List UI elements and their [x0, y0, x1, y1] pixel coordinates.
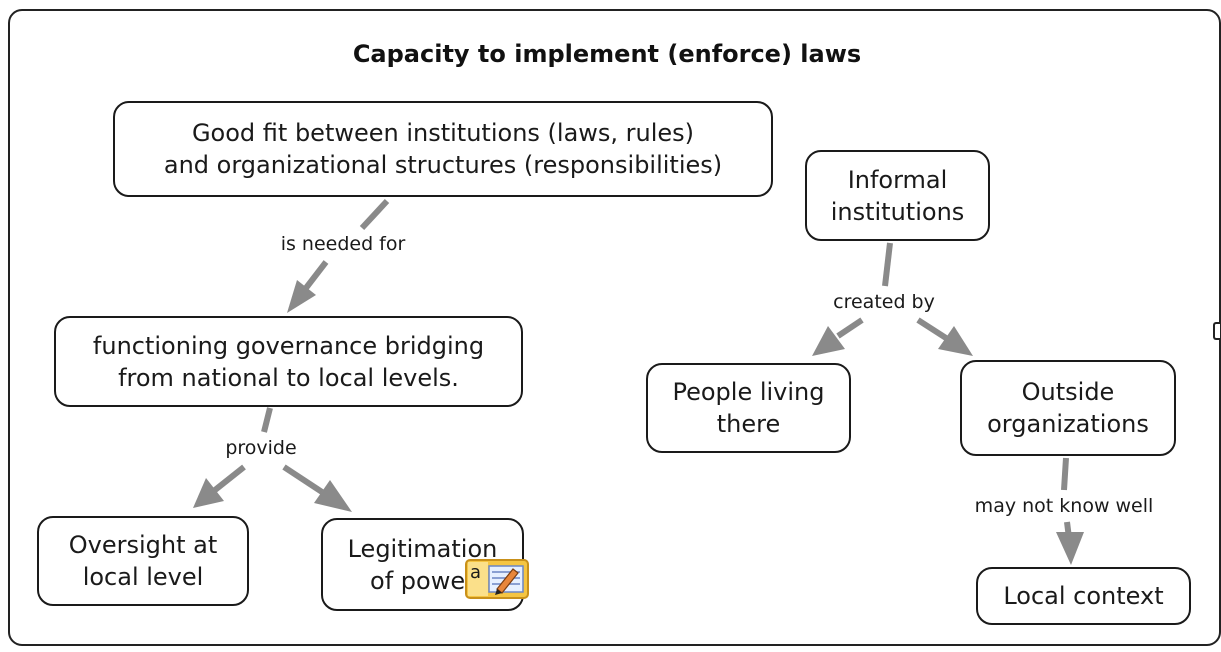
concept-good-fit[interactable]: Good fit between institutions (laws, rul… [113, 101, 773, 197]
note-edit-icon[interactable]: a [463, 556, 531, 602]
arrowhead-to-people [812, 326, 845, 356]
link-label-created-by[interactable]: created by [831, 291, 937, 313]
concept-oversight[interactable]: Oversight at local level [37, 516, 249, 606]
arrowhead-to-outside [938, 326, 973, 356]
connector-createdby-to-people [836, 317, 864, 339]
connector-provide-to-legitimation [282, 464, 324, 495]
connector-createdby-to-outside [916, 317, 948, 341]
concept-informal-institutions[interactable]: Informal institutions [805, 150, 990, 241]
concept-functioning-governance[interactable]: functioning governance bridging from nat… [54, 316, 523, 407]
concept-legitimation[interactable]: Legitimation of power [321, 518, 524, 611]
svg-text:a: a [470, 562, 481, 583]
connector-governance-to-provide [261, 407, 273, 433]
arrowhead-to-governance [287, 280, 316, 313]
link-label-provide[interactable]: provide [223, 437, 299, 459]
arrowhead-to-oversight [193, 478, 224, 508]
link-label-is-needed-for[interactable]: is needed for [278, 233, 408, 255]
concept-outside-organizations[interactable]: Outside organizations [960, 360, 1176, 456]
arrowhead-to-localcontext [1056, 532, 1084, 565]
arrowhead-to-legitimation [314, 480, 352, 512]
link-label-may-not-know-well[interactable]: may not know well [972, 495, 1156, 517]
connector-goodfit-to-label [359, 198, 390, 231]
concept-people-living-there[interactable]: People living there [646, 363, 851, 453]
concept-local-context[interactable]: Local context [976, 567, 1191, 625]
connector-informal-to-createdby [882, 242, 893, 287]
panel-handle-icon[interactable] [1213, 322, 1220, 340]
connector-label-to-governance [303, 260, 329, 290]
connector-provide-to-oversight [213, 464, 246, 493]
map-title: Capacity to implement (enforce) laws [352, 40, 862, 68]
connector-outside-to-label [1061, 457, 1069, 491]
